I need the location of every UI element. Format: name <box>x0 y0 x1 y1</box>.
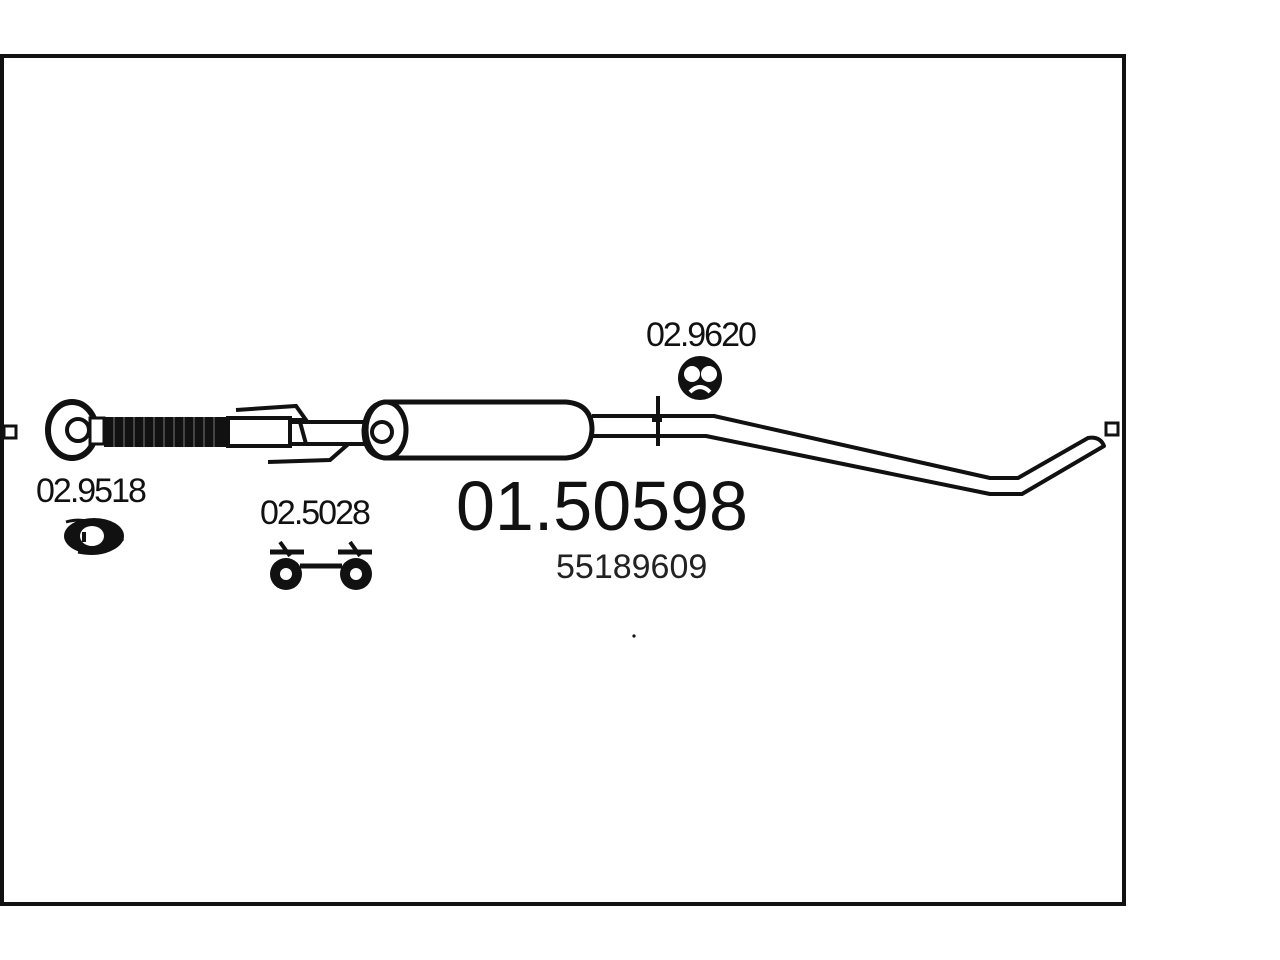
component-code-hanger: 02.9620 <box>646 316 756 354</box>
left-mount-marker <box>2 424 18 440</box>
part-number: 01.50598 <box>456 467 748 545</box>
rubber-hanger-icon <box>678 356 722 400</box>
component-code-gasket: 02.9518 <box>36 472 146 510</box>
component-code-clamp: 02.5028 <box>260 494 370 532</box>
right-mount-marker <box>1104 421 1120 437</box>
pipe-sleeve <box>226 403 382 464</box>
flex-pipe <box>104 417 228 447</box>
gasket-icon <box>64 518 125 555</box>
oem-number: 55189609 <box>556 548 707 586</box>
diagram-frame <box>0 54 1126 906</box>
front-flange <box>45 399 106 461</box>
clamp-set-icon <box>270 540 372 590</box>
rear-pipe <box>592 396 1106 496</box>
stray-dot <box>632 634 636 638</box>
center-silencer <box>361 399 595 461</box>
